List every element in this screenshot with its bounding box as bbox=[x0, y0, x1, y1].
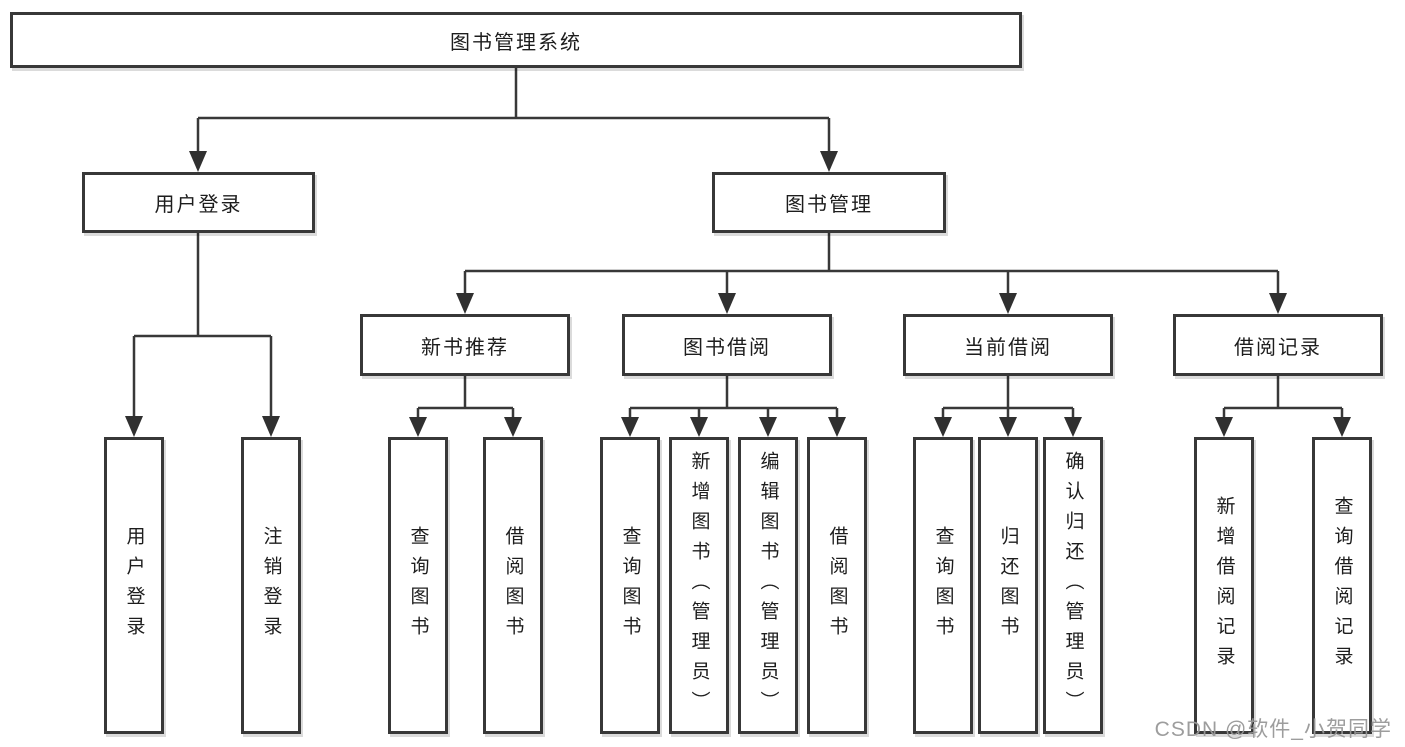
node-label: 用户登录 bbox=[123, 525, 145, 646]
node-label: 归还图书 bbox=[997, 525, 1019, 646]
leaf-add-book-admin: 新增图书（管理员） bbox=[669, 437, 729, 734]
node-label: 图书管理 bbox=[785, 194, 873, 216]
node-label: 用户登录 bbox=[154, 194, 243, 216]
leaf-search-books-recommend: 查询图书 bbox=[388, 437, 448, 734]
node-new-book-recommend: 新书推荐 bbox=[360, 314, 570, 376]
node-label: 查询借阅记录 bbox=[1331, 495, 1353, 676]
node-label: 图书借阅 bbox=[683, 336, 771, 359]
node-label: 查询图书 bbox=[407, 525, 429, 646]
leaf-logout: 注销登录 bbox=[241, 437, 301, 734]
node-label: 注销登录 bbox=[260, 525, 282, 646]
csdn-watermark: CSDN @软件_小贺同学 bbox=[1154, 718, 1392, 741]
leaf-user-login: 用户登录 bbox=[104, 437, 164, 734]
node-label: 确认归还（管理员） bbox=[1062, 450, 1084, 721]
leaf-borrow-books: 借阅图书 bbox=[807, 437, 867, 734]
node-current-borrow: 当前借阅 bbox=[903, 314, 1113, 376]
leaf-search-books-borrow: 查询图书 bbox=[600, 437, 660, 734]
node-label: 新增借阅记录 bbox=[1213, 495, 1235, 676]
leaf-search-books-current: 查询图书 bbox=[913, 437, 973, 734]
node-label: 查询图书 bbox=[619, 525, 641, 646]
node-label: 图书管理系统 bbox=[450, 31, 582, 54]
node-label: 新增图书（管理员） bbox=[688, 450, 710, 721]
leaf-search-borrow-record: 查询借阅记录 bbox=[1312, 437, 1372, 734]
node-borrow-records: 借阅记录 bbox=[1173, 314, 1383, 376]
node-label: 编辑图书（管理员） bbox=[757, 450, 779, 721]
node-system-root: 图书管理系统 bbox=[10, 12, 1022, 68]
node-label: 借阅记录 bbox=[1234, 336, 1322, 359]
leaf-borrow-books-recommend: 借阅图书 bbox=[483, 437, 543, 734]
leaf-edit-book-admin: 编辑图书（管理员） bbox=[738, 437, 798, 734]
node-user-login: 用户登录 bbox=[82, 172, 315, 233]
node-book-management: 图书管理 bbox=[712, 172, 946, 233]
node-label: 新书推荐 bbox=[421, 336, 509, 359]
leaf-return-book: 归还图书 bbox=[978, 437, 1038, 734]
leaf-add-borrow-record: 新增借阅记录 bbox=[1194, 437, 1254, 734]
leaf-confirm-return-admin: 确认归还（管理员） bbox=[1043, 437, 1103, 734]
node-book-borrow: 图书借阅 bbox=[622, 314, 832, 376]
node-label: 查询图书 bbox=[932, 525, 954, 646]
node-label: 借阅图书 bbox=[502, 525, 524, 646]
node-label: 当前借阅 bbox=[964, 336, 1052, 359]
node-label: 借阅图书 bbox=[826, 525, 848, 646]
